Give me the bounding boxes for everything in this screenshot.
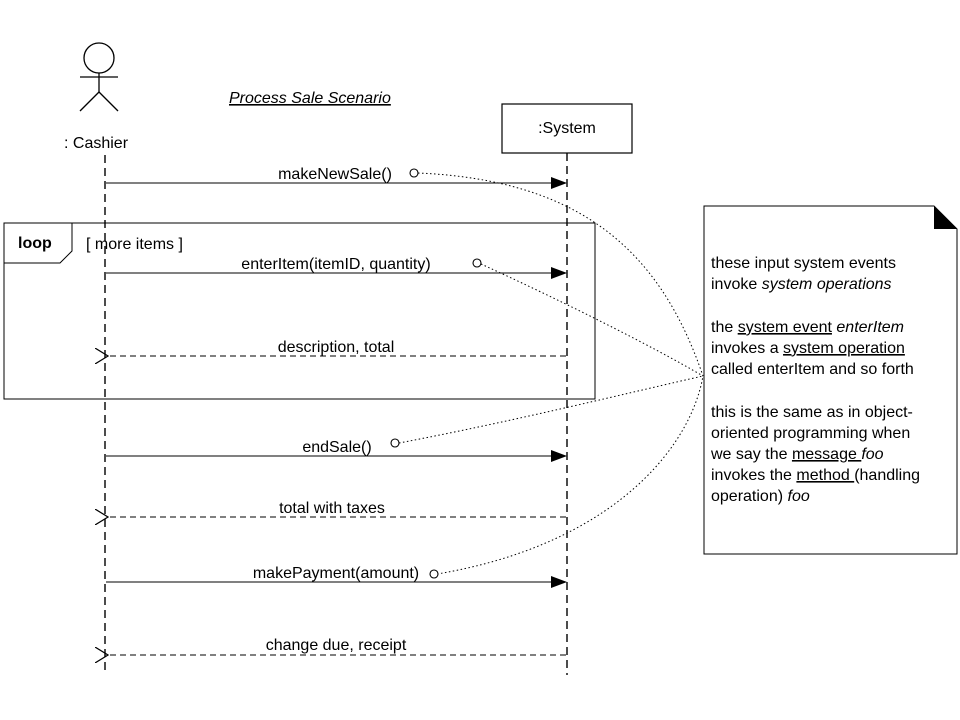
message-description-total: description, total [108,339,566,356]
connector-endpoint [390,438,400,448]
system-label: :System [538,120,596,137]
note-para3-line4: invokes the method (handling [711,467,920,484]
message-total-with-taxes: total with taxes [108,500,566,517]
connector-endpoint [472,258,482,268]
note-para3-line2: oriented programming when [711,425,910,442]
system-box [501,103,633,154]
actor-right-leg [98,91,119,112]
diagram-title: Process Sale Scenario [229,90,391,107]
message-make-payment: makePayment(amount) [106,565,567,588]
message-label: total with taxes [279,500,385,517]
message-label: description, total [278,339,395,356]
message-label: makeNewSale() [278,166,392,183]
connector-make-payment [436,375,704,575]
actor-label: : Cashier [64,135,129,152]
note-connectors [398,172,704,575]
note-para3-line1: this is the same as in object- [711,404,913,421]
actor-head [83,42,115,74]
connector-endpoints [390,168,482,579]
note-para2-line3: called enterItem and so forth [711,361,914,378]
message-enter-item: enterItem(itemID, quantity) [106,256,567,279]
note-para1-line1: these input system events [711,255,896,272]
loop-fragment: loop [ more items ] [3,222,596,400]
note: these input system events invoke system … [703,205,958,555]
message-label: endSale() [302,439,371,456]
message-label: makePayment(amount) [253,565,419,582]
connector-endpoint [429,569,439,579]
loop-frame [3,222,596,400]
note-para3-line5: operation) foo [711,488,810,505]
message-end-sale: endSale() [106,439,567,462]
note-para1-line2: invoke system operations [711,276,892,293]
note-folded-corner [934,206,957,229]
loop-tab [4,223,73,264]
note-frame [703,205,958,555]
loop-keyword: loop [18,235,52,252]
connector-end-sale [398,375,704,444]
loop-guard: [ more items ] [86,236,183,253]
message-label: change due, receipt [266,637,407,654]
actor-figure [79,42,119,112]
connector-endpoint [409,168,419,178]
note-para3-line3: we say the message foo [710,446,884,463]
message-label: enterItem(itemID, quantity) [241,256,430,273]
connector-make-new-sale [417,172,704,377]
actor-left-leg [79,91,100,112]
message-make-new-sale: makeNewSale() [106,166,567,189]
connector-enter-item [480,263,704,377]
note-para2-line1: the system event enterItem [711,319,904,336]
note-para2-line2: invokes a system operation [711,340,905,357]
message-change-due-receipt: change due, receipt [108,637,566,655]
